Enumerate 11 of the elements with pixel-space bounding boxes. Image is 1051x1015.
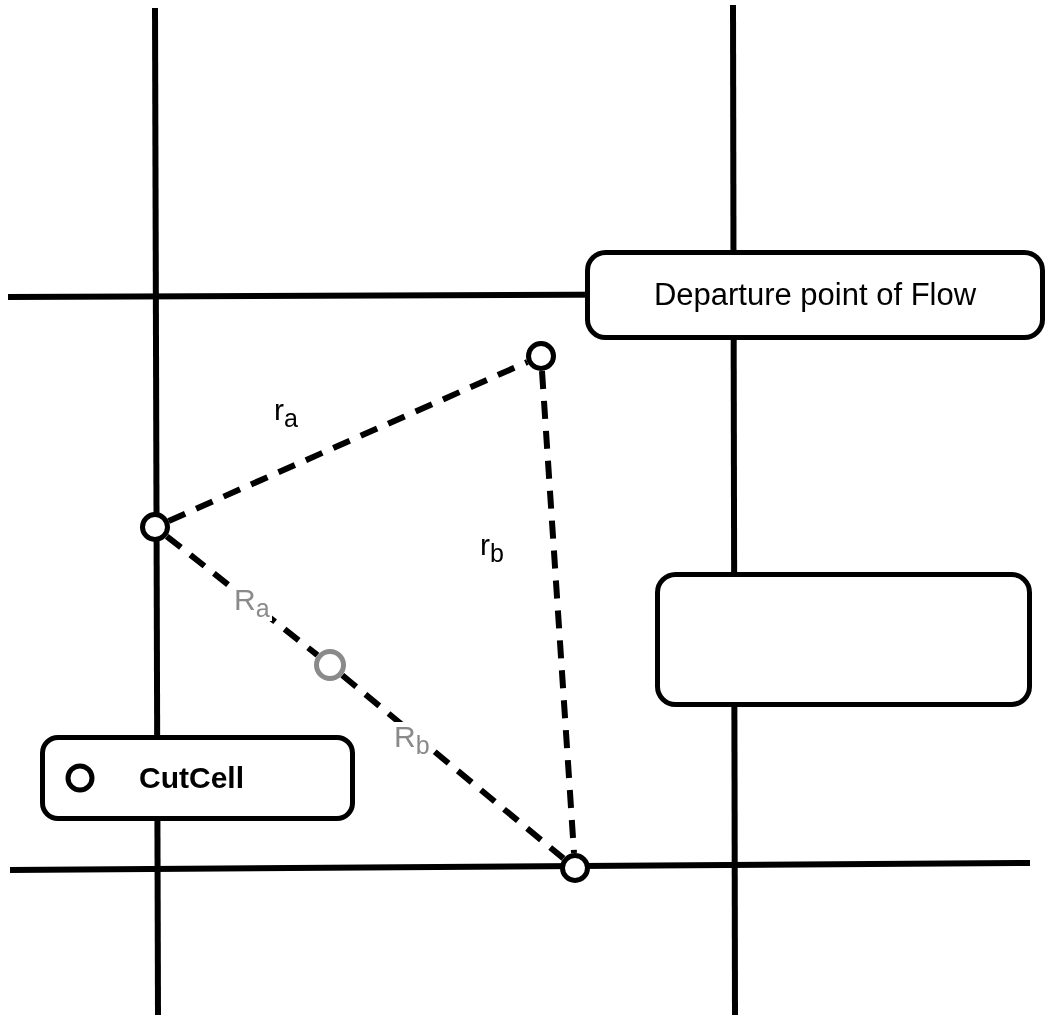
point-circle (314, 649, 346, 681)
dashed-line (340, 672, 566, 861)
dashed-line (539, 370, 577, 854)
box-label: Departure point of Flow (653, 277, 977, 313)
empty-box (655, 572, 1032, 707)
point-circle (526, 341, 556, 371)
point-circle (140, 512, 170, 542)
legend-label: CutCell (139, 761, 244, 795)
dashed-line (167, 359, 529, 524)
point-circle (560, 853, 590, 883)
label-box (585, 250, 1045, 340)
